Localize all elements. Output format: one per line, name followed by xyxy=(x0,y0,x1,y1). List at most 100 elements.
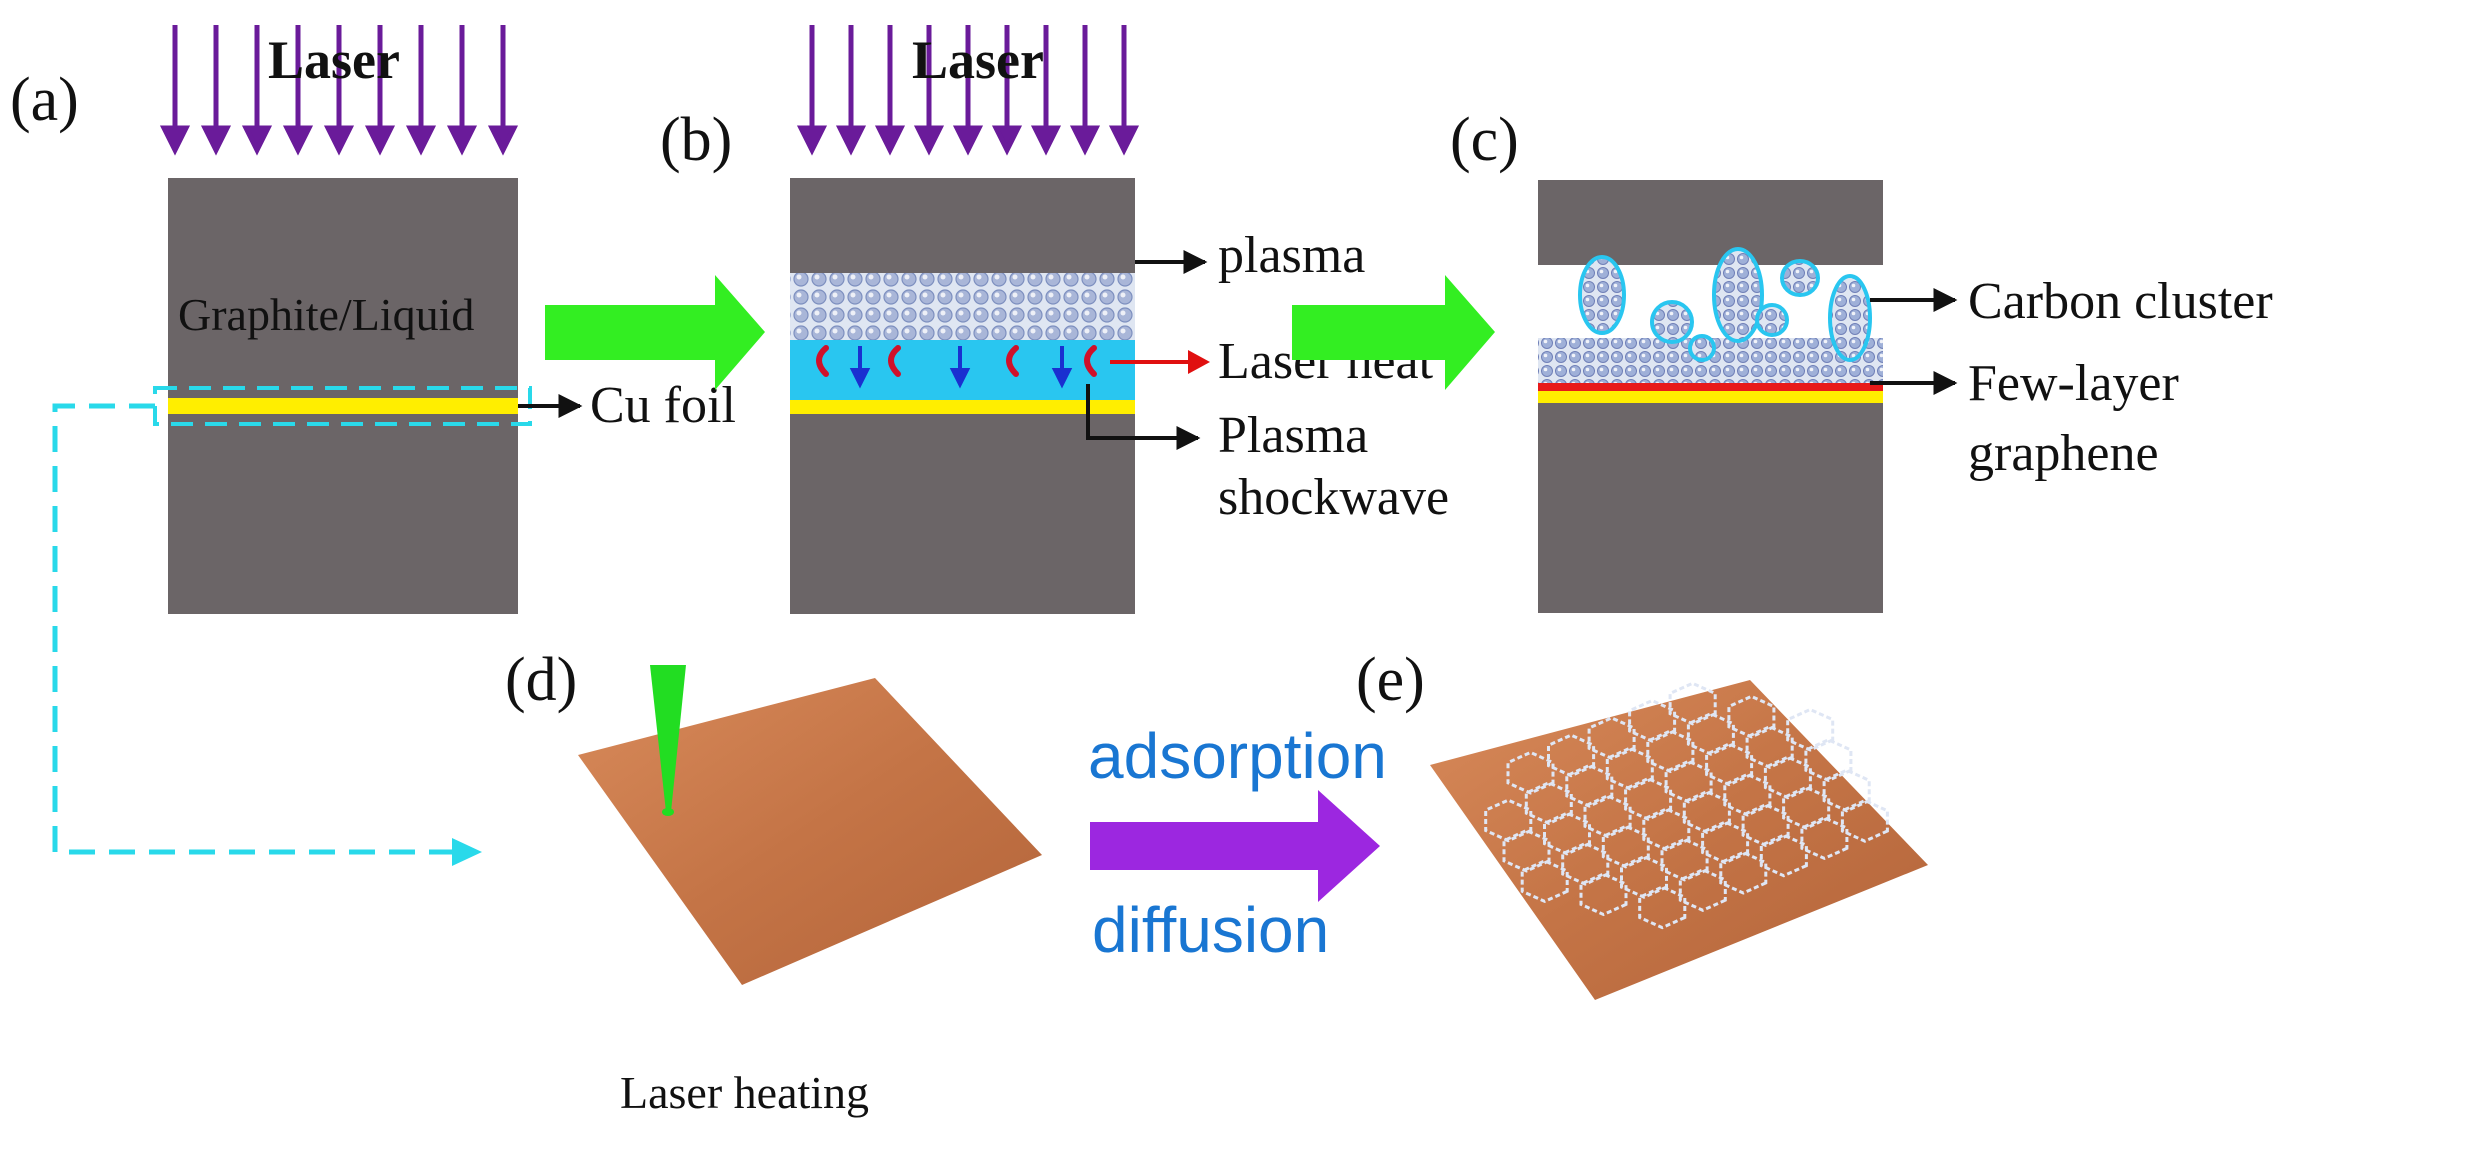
laser-arrow-head xyxy=(487,125,519,156)
panel-d: (d) Laser heating xyxy=(505,646,1042,1118)
graphene-hexagon xyxy=(1686,712,1735,756)
panel-a: (a) Laser Graphite/Liquid Cu foil xyxy=(10,25,736,614)
graphite-liquid-label: Graphite/Liquid xyxy=(178,289,474,340)
graphene-hexagon xyxy=(1583,794,1632,839)
laser-arrows-a xyxy=(159,25,519,156)
adsorption-label: adsorption xyxy=(1088,720,1387,792)
graphene-hexagon xyxy=(1587,716,1636,761)
graphene-hexagon xyxy=(1628,698,1677,743)
graphene-hexagon xyxy=(1601,824,1650,869)
laser-arrow-head xyxy=(323,125,355,156)
dashed-connector-head xyxy=(452,838,482,866)
panel-c: (c) Carbon cluster Few-layer graphene xyxy=(1450,106,2273,613)
graphene-hexagon xyxy=(1547,733,1596,778)
graphene-hexagon xyxy=(1668,681,1717,726)
cu-foil-c xyxy=(1538,391,1883,403)
graphene-hexagon xyxy=(1484,798,1533,843)
graphene-hexagon xyxy=(1620,855,1668,899)
cu-foil-a xyxy=(168,398,518,414)
graphene-hexagon xyxy=(1664,759,1713,804)
laser-arrow-head xyxy=(282,125,314,156)
laser-arrow-head xyxy=(1069,125,1101,156)
carbon-cluster-label: Carbon cluster xyxy=(1968,273,2273,330)
shockwave-pointer xyxy=(1086,384,1201,450)
purple-process-arrow xyxy=(1090,790,1380,902)
graphene-hexagon xyxy=(1502,828,1551,873)
dashed-connector-a-to-d xyxy=(52,403,455,855)
laser-beam-d xyxy=(650,665,686,812)
panel-a-letter: (a) xyxy=(10,66,79,134)
graphene-hexagon xyxy=(1579,872,1628,917)
graphene-hexagon xyxy=(1646,729,1695,774)
copper-foil-d xyxy=(578,678,1042,985)
copper-foil-e xyxy=(1430,680,1928,1000)
graphene-hexagon xyxy=(1745,725,1794,769)
graphene-hexagon xyxy=(1624,776,1673,821)
laser-label-a: Laser xyxy=(268,30,400,90)
graphene-hexagon xyxy=(1642,807,1691,852)
graphene-hexagon xyxy=(1705,742,1754,787)
graphene-hexagon xyxy=(1723,772,1772,817)
laser-heat-marks xyxy=(816,345,1097,377)
laser-arrow-head xyxy=(874,125,906,156)
graphene-hexagon xyxy=(1763,755,1812,800)
laser-arrow-head xyxy=(405,125,437,156)
graphene-hexagon xyxy=(1561,841,1610,886)
laser-arrow-head xyxy=(913,125,945,156)
graphene-hexagon xyxy=(1719,850,1768,895)
graphite-block-c-bottom xyxy=(1538,403,1883,613)
laser-arrow-head xyxy=(991,125,1023,156)
graphite-block-c-top xyxy=(1538,180,1883,265)
green-arrow-b-c xyxy=(1292,275,1495,390)
plasma-shockwave-label-1: Plasma xyxy=(1218,407,1368,464)
laser-arrow-head xyxy=(159,125,191,156)
graphene-hexagon xyxy=(1682,790,1731,834)
graphene-hexagon xyxy=(1701,820,1750,865)
red-layer-c xyxy=(1538,383,1883,391)
graphene-hexagon xyxy=(1782,785,1831,830)
graphene-hexagon xyxy=(1605,746,1654,791)
few-layer-label: Few-layer xyxy=(1968,355,2179,412)
panel-e: (e) xyxy=(1356,646,1928,1000)
graphene-hexagon xyxy=(1727,694,1776,739)
laser-arrow-head xyxy=(796,125,828,156)
diffusion-label: diffusion xyxy=(1092,894,1329,966)
carbon-clusters xyxy=(1578,247,1872,362)
graphene-hexagon xyxy=(1524,781,1573,826)
plasma-shockwave-label-2: shockwave xyxy=(1218,469,1449,526)
graphene-hexagon xyxy=(1660,837,1709,882)
graphene-lattice-e xyxy=(1484,681,1889,930)
laser-heating-caption: Laser heating xyxy=(620,1067,869,1118)
laser-arrow-head xyxy=(241,125,273,156)
graphene-hexagon xyxy=(1678,868,1727,912)
panel-c-letter: (c) xyxy=(1450,106,1519,174)
laser-heat-pointer-head xyxy=(1188,350,1210,374)
graphene-hexagon xyxy=(1840,798,1889,843)
graphene-hexagon xyxy=(1786,707,1835,752)
laser-arrow-head xyxy=(200,125,232,156)
shockwave-arrows xyxy=(849,346,1073,389)
laser-label-b: Laser xyxy=(912,30,1044,90)
graphene-hexagon xyxy=(1759,833,1808,878)
laser-arrow-head xyxy=(1030,125,1062,156)
laser-arrow-head xyxy=(952,125,984,156)
graphene-hexagon xyxy=(1800,816,1849,861)
laser-arrow-head xyxy=(446,125,478,156)
laser-arrow-head xyxy=(835,125,867,156)
graphene-hexagon xyxy=(1822,768,1871,813)
laser-arrows-b xyxy=(796,25,1140,156)
graphene-hexagon xyxy=(1543,811,1591,856)
cu-foil-b xyxy=(790,400,1135,414)
graphene-hexagon xyxy=(1520,859,1569,904)
laser-spot-d xyxy=(662,808,674,816)
graphite-block-b-bottom xyxy=(790,414,1135,614)
graphite-block-a-bottom xyxy=(168,414,518,614)
graphene-hexagon xyxy=(1804,738,1853,783)
graphene-hexagon xyxy=(1741,803,1790,848)
graphene-hexagon xyxy=(1638,885,1687,930)
graphene-hexagon xyxy=(1506,750,1555,795)
graphite-block-a xyxy=(168,178,518,398)
plasma-label: plasma xyxy=(1218,227,1365,284)
panel-b: (b) Laser plasma Laser heat Plasma shock… xyxy=(660,25,1449,614)
